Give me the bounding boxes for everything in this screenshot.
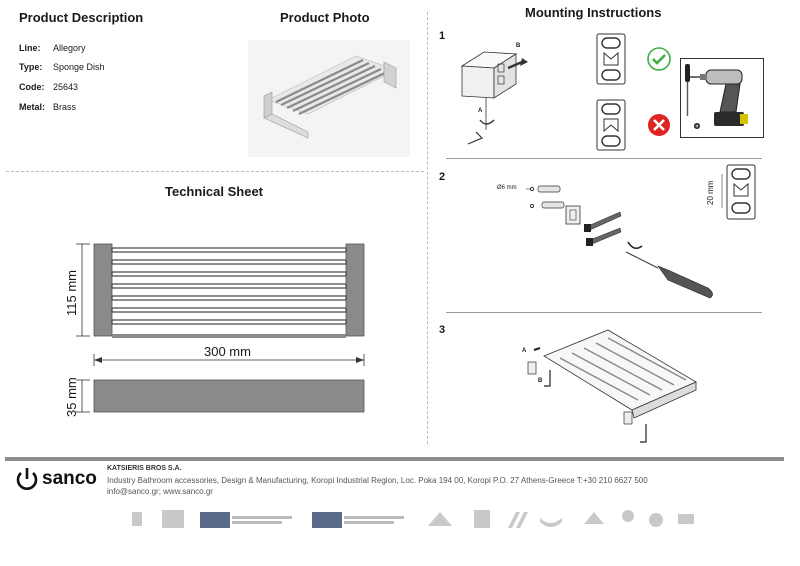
slot-plate-wrong — [596, 99, 626, 151]
step-3-drawing — [527, 329, 697, 443]
slot-plate-correct — [596, 33, 626, 85]
step-3-label-a: A — [522, 348, 527, 354]
tools-panel — [680, 58, 764, 138]
spec-metal: Metal:Brass — [19, 102, 77, 112]
sanco-logo-icon — [16, 468, 38, 490]
spacing-label: 20 mm — [706, 180, 715, 205]
step-1-number: 1 — [439, 30, 446, 42]
spec-line: Line:Allegory — [19, 43, 86, 53]
label-b: B — [516, 43, 521, 49]
product-photo — [248, 40, 410, 157]
mounting-instructions-heading: Mounting Instructions — [525, 5, 662, 20]
spec-code: Code:25643 — [19, 82, 79, 92]
height-dimension-label: 115 mm — [64, 270, 79, 316]
check-icon — [647, 47, 671, 71]
technical-sheet-heading: Technical Sheet — [165, 184, 264, 199]
certification-badges — [132, 510, 694, 528]
slot-plate-spacing — [721, 164, 756, 220]
step-1-divider — [446, 158, 762, 159]
drill-icon — [690, 69, 748, 126]
spec-type: Type:Sponge Dish — [19, 62, 105, 72]
cross-icon — [648, 114, 670, 136]
screw-icon — [584, 211, 622, 246]
footer-rule — [5, 457, 784, 461]
step-2-drawing — [526, 185, 713, 299]
step-3-label-b: B — [538, 378, 543, 384]
product-photo-heading: Product Photo — [280, 10, 370, 25]
step-2-divider — [446, 312, 762, 313]
column-divider — [427, 12, 428, 444]
product-description-heading: Product Description — [19, 10, 144, 25]
depth-dimension-label: 35 mm — [64, 377, 79, 417]
screwdriver-icon — [685, 64, 690, 116]
technical-drawing — [76, 243, 365, 413]
step-1-bracket-drawing — [460, 51, 528, 145]
company-contact[interactable]: info@sanco.gr; www.sanco.gr — [107, 487, 213, 496]
label-a: A — [478, 108, 483, 114]
step-3-number: 3 — [439, 324, 446, 336]
company-address: Industry Bathroom accessories, Design & … — [107, 476, 648, 485]
width-dimension-label: 300 mm — [204, 344, 251, 359]
brand-name: sanco — [42, 468, 97, 489]
company-name: KATSIERIS BROS S.A. — [107, 465, 182, 472]
drill-size-label: Ø6 mm — [497, 185, 517, 191]
step-2-number: 2 — [439, 171, 446, 183]
wall-plug-icon — [537, 185, 565, 209]
section-divider-left — [6, 171, 424, 172]
